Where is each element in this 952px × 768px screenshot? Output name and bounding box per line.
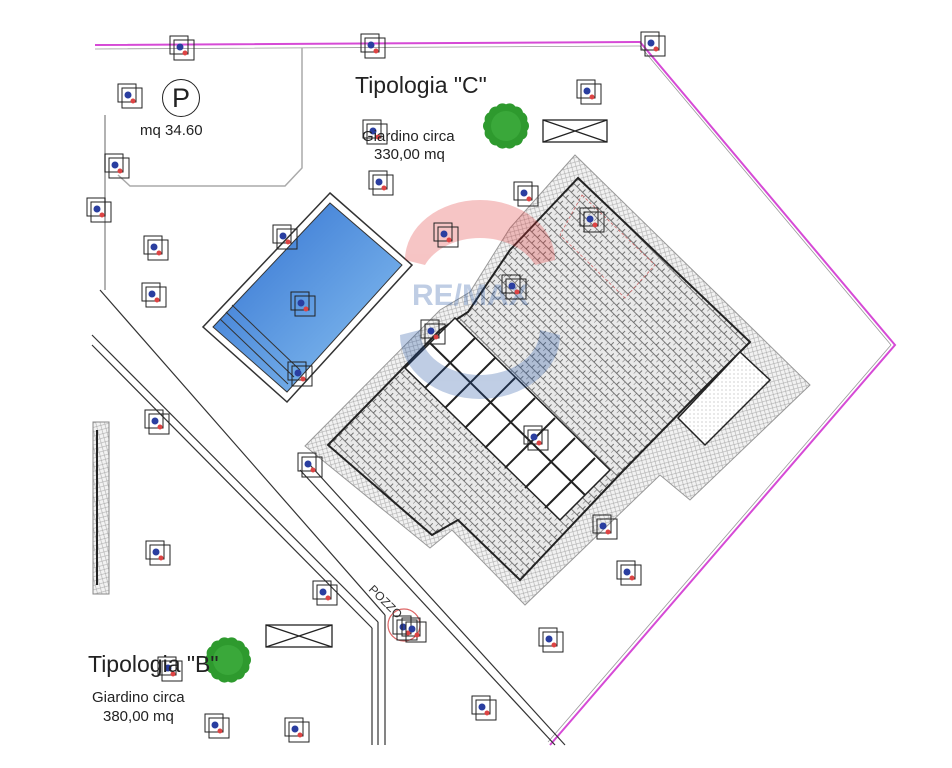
site-marker-icon [433, 222, 459, 248]
unit-c-garden-label: Giardino circa [362, 128, 455, 145]
site-marker-icon [117, 83, 143, 109]
site-marker-icon [143, 235, 169, 261]
site-marker-icon [513, 181, 539, 207]
site-marker-icon [287, 361, 313, 387]
site-marker-icon [592, 514, 618, 540]
site-marker-icon [392, 615, 418, 641]
site-marker-icon [501, 274, 527, 300]
site-marker-icon [579, 207, 605, 233]
unit-b-garden-area: 380,00 mq [103, 708, 174, 725]
tree-icon [205, 637, 251, 683]
site-marker-icon [640, 31, 666, 57]
site-marker-icon [157, 656, 183, 682]
parking-outline [117, 48, 303, 187]
site-marker-icon [360, 33, 386, 59]
site-marker-icon [169, 35, 195, 61]
swimming-pool [201, 191, 414, 404]
site-marker-icon [144, 409, 170, 435]
unit-b-garden-label: Giardino circa [92, 689, 185, 706]
equipment-box [542, 119, 608, 143]
unit-b-title: Tipologia "B" [88, 651, 219, 677]
pergola [403, 316, 612, 522]
property-boundary [94, 40, 897, 746]
site-marker-icon [523, 425, 549, 451]
site-marker-icon [272, 224, 298, 250]
equipment-box [265, 624, 333, 648]
site-marker-icon [145, 540, 171, 566]
parking-area: mq 34.60 [140, 122, 203, 139]
site-marker-icon [290, 291, 316, 317]
driveway-line [91, 334, 379, 623]
site-marker-icon [362, 119, 388, 145]
site-marker-icon [284, 717, 310, 743]
site-marker-icon [420, 319, 446, 345]
terrace [676, 350, 772, 447]
site-marker-icon [538, 627, 564, 653]
unit-c-garden-area: 330,00 mq [374, 146, 445, 163]
site-marker-icon [297, 452, 323, 478]
site-marker-icon [312, 580, 338, 606]
tree-icon [483, 103, 529, 149]
hedge-strip [92, 421, 110, 595]
site-marker-icon [616, 560, 642, 586]
site-marker-icon [471, 695, 497, 721]
site-marker-icon [204, 713, 230, 739]
parking-symbol: P [162, 79, 200, 117]
site-marker-icon [104, 153, 130, 179]
unit-c-title: Tipologia "C" [355, 72, 487, 98]
site-marker-icon [401, 617, 427, 643]
house-roof [326, 176, 752, 582]
site-marker-icon [576, 79, 602, 105]
site-marker-icon [141, 282, 167, 308]
site-marker-icon [86, 197, 112, 223]
site-marker-icon [368, 170, 394, 196]
